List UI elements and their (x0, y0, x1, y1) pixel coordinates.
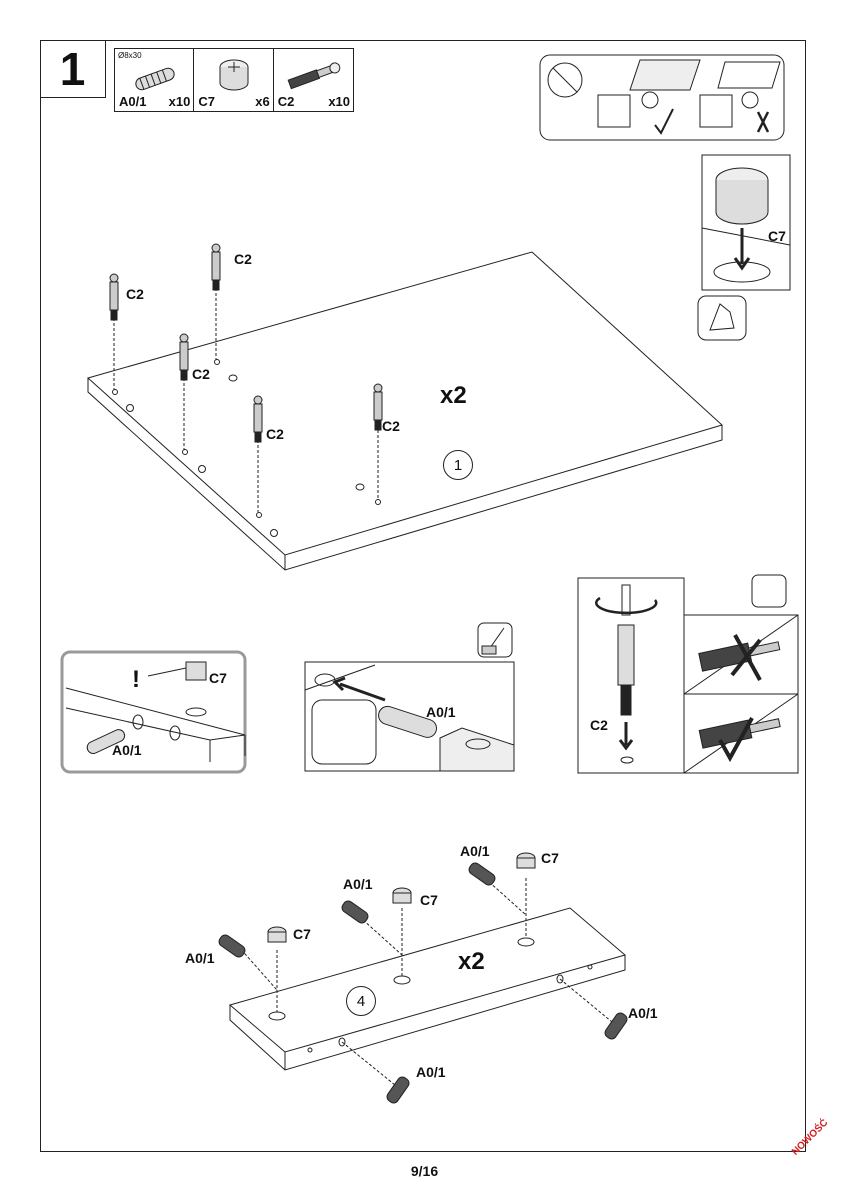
part-code: A0/1 (119, 94, 147, 109)
carton-good-icon (597, 94, 631, 128)
label-a01: A0/1 (416, 1064, 446, 1080)
step-number: 1 (40, 40, 106, 98)
part-qty: x10 (328, 94, 351, 109)
cam-bolt-screwing-detail (577, 574, 799, 774)
label-a01: A0/1 (185, 950, 215, 966)
page-number: 9/16 (410, 1163, 439, 1179)
dowel-icon (135, 67, 175, 91)
label-a01: A0/1 (343, 876, 373, 892)
dowel-hammer-detail (304, 622, 515, 772)
part-dowel: Ø8x30 A0/1 x10 (115, 49, 195, 111)
label-c7: C7 (209, 670, 227, 686)
frown-icon (741, 91, 759, 109)
carton-bad-icon (699, 94, 733, 128)
cam-bolts-panel-1 (113, 288, 379, 512)
panel-number: 1 (443, 450, 473, 480)
label-c2: C2 (590, 717, 608, 733)
label-c2: C2 (266, 426, 284, 442)
label-c7: C7 (541, 850, 559, 866)
cam-bolt-icon (287, 62, 341, 90)
cam-lock-icon (219, 59, 249, 91)
part-spec: Ø8x30 (118, 51, 142, 60)
label-a01: A0/1 (112, 742, 142, 758)
dowel-insertion-detail (60, 650, 247, 774)
part-cam-lock: C7 x6 (194, 49, 274, 111)
label-c7: C7 (420, 892, 438, 908)
panel-4-cams (267, 852, 536, 943)
quantity-x2: x2 (458, 948, 485, 975)
label-c7: C7 (768, 228, 786, 244)
rotate-icon (751, 574, 787, 608)
panel-4 (228, 907, 627, 1071)
label-a01: A0/1 (628, 1005, 658, 1021)
label-a01: A0/1 (426, 704, 456, 720)
part-qty: x6 (255, 94, 270, 109)
panel-4-hardware (218, 862, 628, 1104)
warning-mark: ! (132, 666, 140, 693)
label-c2: C2 (126, 286, 144, 302)
smile-icon (641, 91, 659, 109)
no-hand-icon (547, 62, 583, 98)
part-cam-bolt: C2 x10 (274, 49, 353, 111)
label-c2: C2 (382, 418, 400, 434)
cam-lock-detail (701, 154, 791, 291)
label-c2: C2 (234, 251, 252, 267)
part-qty: x10 (168, 94, 191, 109)
part-code: C7 (198, 94, 215, 109)
quantity-x2: x2 (440, 382, 467, 409)
part-code: C2 (277, 94, 295, 109)
page-frame (40, 40, 806, 1152)
surface-warning-panel (539, 54, 785, 141)
label-a01: A0/1 (460, 843, 490, 859)
gloves-icon (697, 295, 747, 341)
parts-list: Ø8x30 A0/1 x10 C7 x6 C2 x10 (114, 48, 354, 112)
panel-1 (86, 251, 723, 571)
panel-number: 4 (346, 986, 376, 1016)
label-c7: C7 (293, 926, 311, 942)
label-c2: C2 (192, 366, 210, 382)
cam-bolt-glyphs (109, 243, 383, 443)
